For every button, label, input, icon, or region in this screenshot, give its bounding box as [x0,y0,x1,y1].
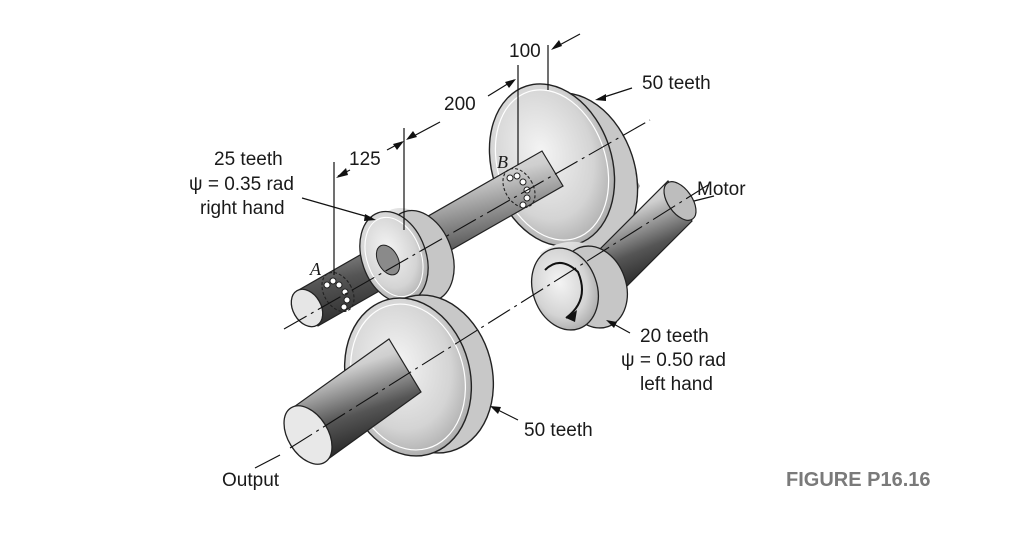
lower-shaft-centerline [289,184,709,449]
figure-caption: FIGURE P16.16 [786,469,931,491]
dimension-lines [254,33,715,469]
rotation-arrow-icon [544,262,583,319]
gear-a-25-teeth [359,208,455,304]
dimension-200-label: 200 [444,94,476,115]
dimension-100-label: 100 [509,41,541,62]
pinion-hand-label: left hand [640,374,713,395]
pinion-20-teeth [531,241,628,331]
bearing-b-label: B [497,152,508,172]
gear-b-teeth-label: 50 teeth [642,73,711,94]
bearing-a-label: A [309,259,322,279]
gear-a-teeth-label: 25 teeth [214,149,283,170]
output-shaft [283,338,422,465]
gear-a-hand-label: right hand [200,198,285,219]
pinion-teeth-label: 20 teeth [640,326,709,347]
gear-a-helix-label: ψ = 0.35 rad [189,174,294,195]
pinion-helix-label: ψ = 0.50 rad [621,350,726,371]
gear-b-50-teeth [488,83,640,256]
motor-label: Motor [697,179,746,200]
dimension-125-label: 125 [349,149,381,170]
output-label: Output [222,470,280,491]
upper-shaft-centerline [283,119,651,330]
bearing-a [321,271,355,313]
output-gear-teeth-label: 50 teeth [524,420,593,441]
